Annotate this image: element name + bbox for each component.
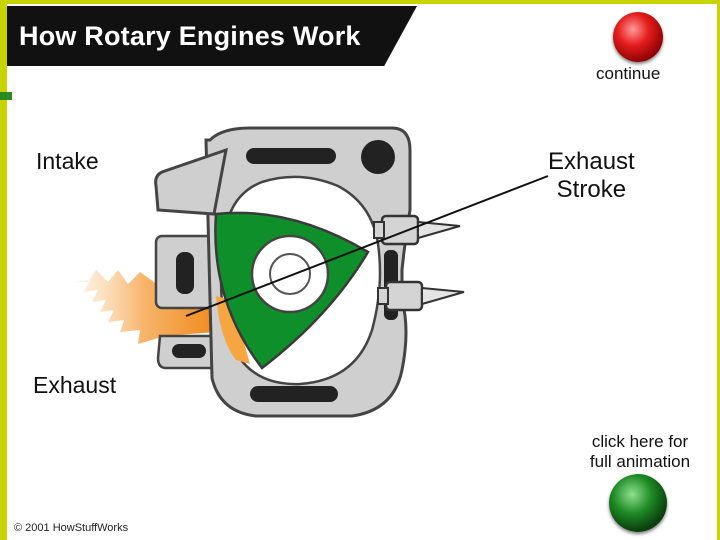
housing-upper-tab [154,147,228,216]
full-animation-button[interactable] [609,474,667,532]
exhaust-stroke-label: Exhaust Stroke [548,148,635,204]
left-accent-strip [0,0,12,540]
top-accent-line [7,0,720,4]
exhaust-port-slot [172,344,206,358]
intake-port-slot [176,252,194,294]
housing-bottom-slot [250,386,338,402]
exhaust-stroke-line1: Exhaust [548,148,635,175]
title-banner: How Rotary Engines Work [7,6,417,66]
exhaust-label: Exhaust [33,372,117,398]
exhaust-stroke-line2: Stroke [556,176,627,203]
page-title: How Rotary Engines Work [19,21,361,51]
copyright-notice: © 2001 HowStuffWorks [14,522,129,534]
exhaust-gas-plume [72,270,215,344]
full-animation-line1[interactable]: click here for [591,432,689,451]
full-animation-label[interactable]: click here for full animation [570,432,710,472]
spark-plug-upper [373,214,461,246]
chamber-exhaust-gas [216,296,250,364]
full-animation-line2[interactable]: full animation [589,452,691,471]
intake-label: Intake [36,148,99,174]
housing-top-slot [246,148,336,164]
spark-plug-lower [377,280,465,312]
housing-bolt [361,140,395,174]
exhaust-stroke-pointer [185,175,549,317]
right-accent-line [717,0,720,540]
eccentric-shaft-inner [269,253,311,295]
continue-button[interactable] [613,12,663,62]
continue-label[interactable]: continue [596,64,661,83]
